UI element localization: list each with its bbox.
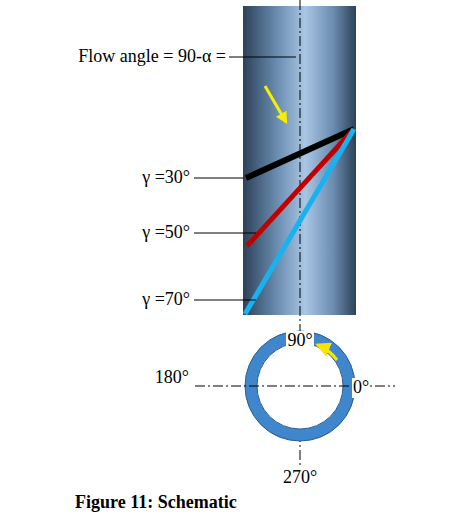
cylinder (243, 6, 356, 315)
leader-line (194, 178, 244, 179)
caption: Figure 11: Schematic (75, 493, 237, 513)
angle-label: 90° (286, 331, 313, 351)
angle-label: γ =50° (142, 223, 190, 243)
angle-label: Flow angle = 90-α = (78, 47, 226, 67)
leader-line (229, 57, 296, 58)
angle-label: 270° (282, 468, 318, 488)
angle-label: γ =70° (142, 290, 190, 310)
angle-label: 0° (352, 378, 370, 398)
angle-line-70 (245, 129, 354, 314)
rotation-arrow (318, 345, 337, 360)
angle-label: 180° (154, 368, 190, 388)
flow-arrow (265, 86, 286, 122)
angle-label: γ =30° (142, 168, 190, 188)
leader-line (194, 300, 256, 301)
angle-line-50 (247, 129, 354, 246)
leader-line (194, 233, 256, 234)
